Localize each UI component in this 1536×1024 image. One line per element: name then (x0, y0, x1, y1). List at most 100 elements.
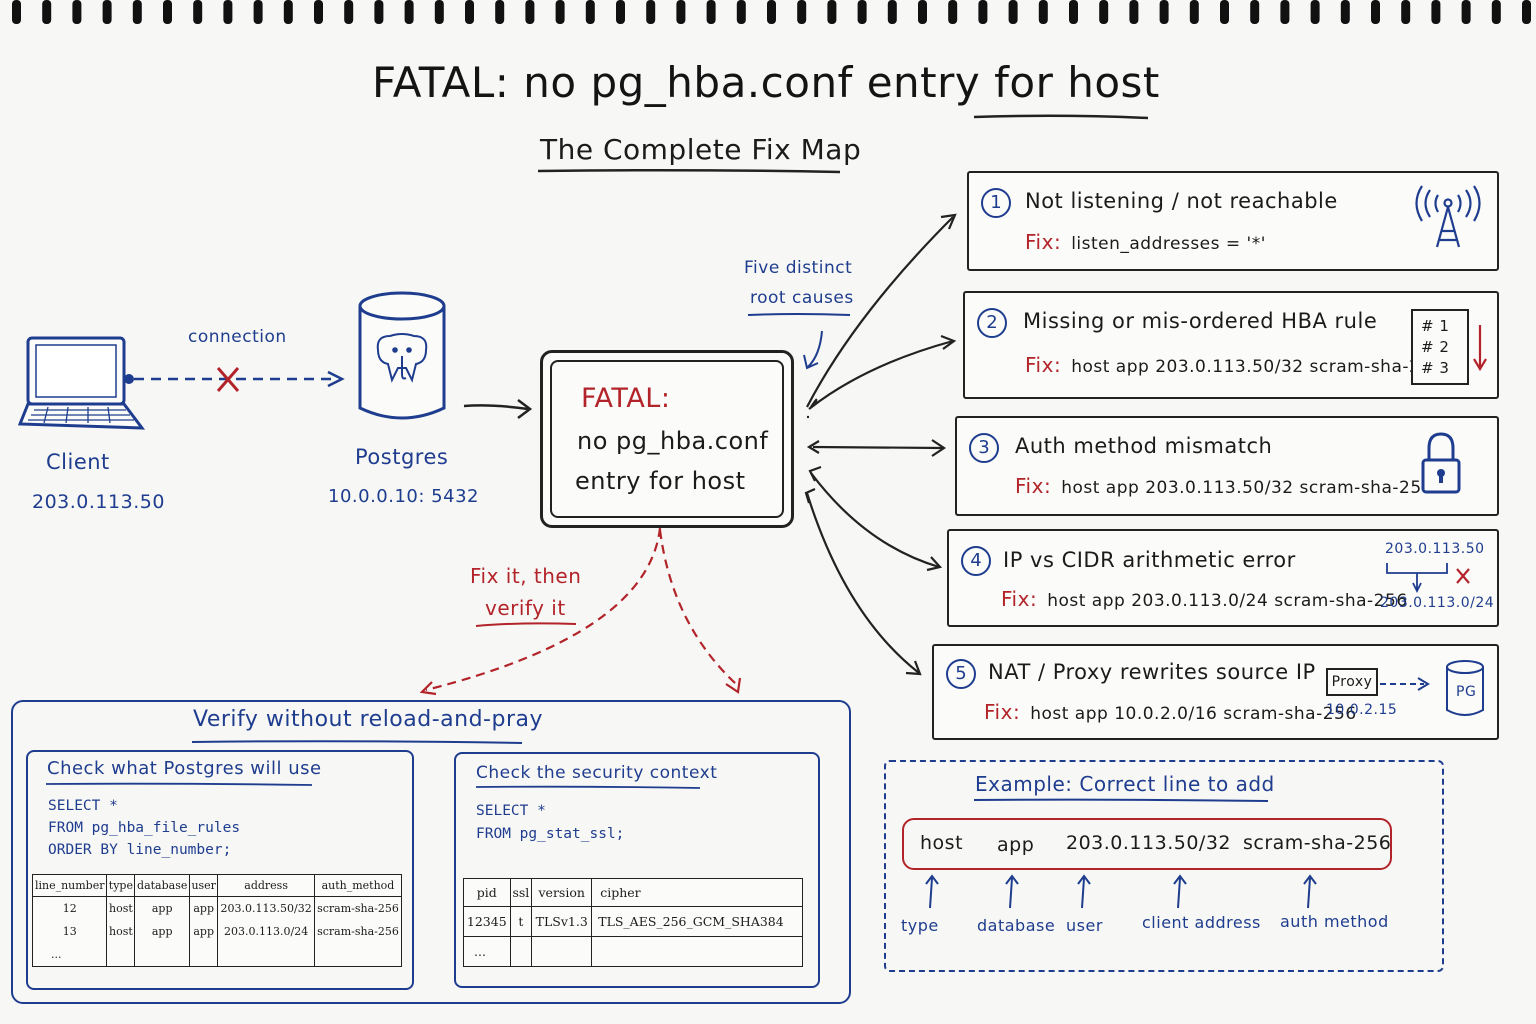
rule-3: # 3 (1421, 359, 1450, 377)
error-line-3: entry for host (575, 467, 746, 495)
binding-ring (72, 0, 82, 24)
binding-ring (102, 0, 112, 24)
cause-3-box: 3 Auth method mismatch Fix:host app 203.… (955, 416, 1499, 516)
binding-ring (465, 0, 474, 24)
pg-label: PG (1456, 684, 1477, 700)
page-subtitle: The Complete Fix Map (540, 133, 862, 166)
table-cell (313, 942, 403, 967)
binding-ring (1491, 0, 1501, 24)
table-header-cell: version (531, 878, 593, 907)
proxy-ip: 10.0.2.15 (1326, 702, 1398, 718)
table-row: 13 host app app 203.0.113.0/24 scram-sha… (31, 920, 403, 943)
client-ip: 203.0.113.50 (32, 491, 165, 513)
binding-ring (1522, 0, 1531, 24)
table-cell (531, 936, 593, 967)
hba-sql-line-1: SELECT * (48, 798, 118, 814)
table-cell: 12345 (463, 906, 511, 937)
ssl-panel (454, 752, 820, 988)
binding-ring (676, 0, 686, 24)
five-causes-annotation (747, 313, 851, 370)
table-cell: ... (31, 942, 108, 967)
cause-3-number: 3 (969, 433, 999, 463)
example-field-type: host (920, 832, 964, 854)
cidr-ip-top: 203.0.113.50 (1385, 541, 1485, 557)
binding-ring (948, 0, 958, 24)
binding-ring (42, 0, 52, 24)
verify-section (11, 700, 851, 1004)
antenna-icon (1415, 185, 1481, 248)
ssl-table: pid ssl version cipher 12345 t TLSv1.3 T… (463, 878, 803, 967)
binding-ring (344, 0, 354, 24)
example-field-address: 203.0.113.50/32 (1066, 832, 1231, 854)
cause-5-title: NAT / Proxy rewrites source IP (988, 660, 1316, 684)
binding-ring (827, 0, 837, 24)
table-cell: TLSv1.3 (531, 906, 593, 937)
binding-ring (253, 0, 263, 24)
table-row: 12 host app app 203.0.113.50/32 scram-sh… (31, 896, 403, 921)
binding-ring (1129, 0, 1139, 24)
example-label-database: database (977, 916, 1056, 935)
table-cell (217, 942, 315, 967)
binding-ring (1401, 0, 1411, 24)
example-field-database: app (997, 834, 1035, 856)
table-header-cell: user (189, 874, 219, 897)
postgres-to-error-arrow (463, 399, 533, 419)
table-cell: host (106, 896, 136, 921)
table-cell: 12 (31, 896, 108, 921)
binding-ring (797, 0, 807, 24)
cidr-bracket (1386, 563, 1470, 594)
binding-ring (1038, 0, 1048, 24)
cause-3-title: Auth method mismatch (1015, 434, 1273, 458)
cause-5-number: 5 (946, 659, 976, 689)
table-header-cell: cipher (591, 878, 803, 907)
binding-ring (1310, 0, 1320, 24)
table-cell: 13 (31, 920, 108, 943)
ssl-sql: SELECT * FROM pg_stat_ssl; (476, 800, 624, 846)
cause-4-title: IP vs CIDR arithmetic error (1003, 548, 1296, 572)
rule-1: # 1 (1421, 317, 1450, 335)
binding-ring (857, 0, 867, 24)
table-header-cell: address (217, 874, 315, 897)
binding-ring (434, 0, 444, 24)
binding-ring (193, 0, 203, 24)
example-section (884, 760, 1444, 972)
spiral-binding (12, 0, 1531, 24)
binding-ring (1220, 0, 1229, 24)
table-cell: host (106, 920, 136, 943)
binding-ring (223, 0, 233, 24)
reorder-arrow-icon (1473, 325, 1487, 372)
example-title-underline (973, 798, 1269, 802)
cause-1-box: 1 Not listening / not reachable Fix:list… (967, 171, 1499, 271)
binding-ring (1371, 0, 1380, 24)
binding-ring (1280, 0, 1290, 24)
table-header-cell: line_number (31, 874, 108, 897)
hba-sql-line-3: ORDER BY line_number; (48, 842, 232, 858)
cause-1-fix: Fix:listen_addresses = '*' (1025, 230, 1266, 254)
cause-2-number: 2 (977, 308, 1007, 338)
cause-1-number: 1 (981, 188, 1011, 218)
table-cell: scram-sha-256 (313, 920, 403, 943)
table-header-cell: ssl (509, 878, 533, 907)
hba-panel-title-underline (45, 782, 313, 786)
table-cell: app (189, 896, 219, 921)
cause-4-box: 4 IP vs CIDR arithmetic error Fix:host a… (947, 529, 1499, 627)
table-header-row: pid ssl version cipher (463, 878, 803, 907)
binding-ring (706, 0, 716, 24)
table-cell: 203.0.113.0/24 (217, 920, 315, 943)
table-cell: scram-sha-256 (313, 896, 403, 921)
binding-ring (374, 0, 384, 24)
table-cell: app (134, 920, 191, 943)
binding-ring (1069, 0, 1078, 24)
cause-arrows (804, 213, 957, 676)
table-cell: t (509, 906, 533, 937)
proxy-arrow (1380, 677, 1430, 691)
example-label-user: user (1066, 916, 1103, 935)
binding-ring (1431, 0, 1441, 24)
table-cell (189, 942, 219, 967)
binding-ring (132, 0, 142, 24)
binding-ring (1340, 0, 1350, 24)
error-fatal-label: FATAL: (581, 383, 671, 414)
table-header-cell: type (106, 874, 136, 897)
hba-sql: SELECT * FROM pg_hba_file_rules ORDER BY… (48, 795, 240, 861)
table-cell: app (134, 896, 191, 921)
